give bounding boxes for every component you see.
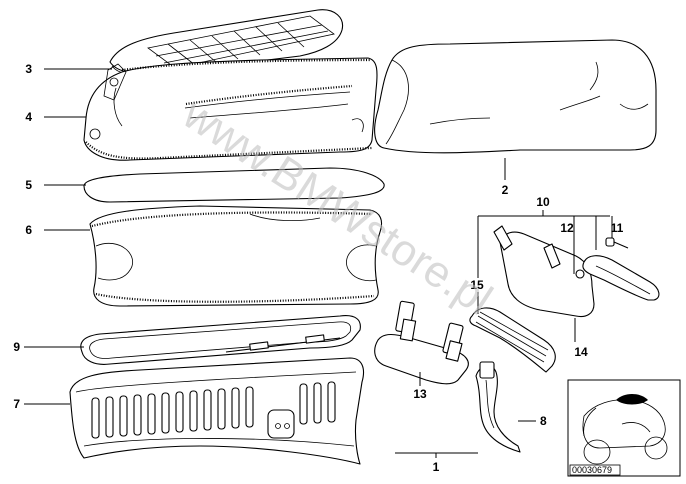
expansion-bag (89, 205, 383, 307)
retaining-strip (582, 237, 660, 301)
callout-11: 11 (611, 221, 624, 235)
callout-13: 13 (413, 387, 427, 401)
callout-9: 9 (13, 340, 20, 354)
callout-1: 1 (433, 460, 440, 474)
tank-bag-upper (83, 57, 378, 161)
callout-8: 8 (540, 414, 547, 428)
frame-with-cable (80, 315, 361, 365)
callout-15: 15 (470, 278, 484, 292)
callout-2: 2 (502, 183, 509, 197)
callout-6: 6 (25, 223, 32, 237)
base-plate (83, 167, 385, 203)
callout-3: 3 (25, 62, 32, 76)
reference-code: 00030679 (572, 465, 612, 475)
callout-4: 4 (25, 110, 32, 124)
strap-holder (374, 300, 469, 385)
callout-10: 10 (536, 195, 550, 209)
callout-12: 12 (560, 221, 574, 235)
callout-labels: 3 4 5 6 9 7 2 10 12 11 15 14 13 8 1 (13, 62, 623, 474)
pocket-flap (493, 225, 595, 318)
leader-lines (24, 68, 613, 458)
strap (475, 361, 521, 453)
motorcycle-thumbnail: 00030679 (567, 379, 681, 477)
callout-14: 14 (574, 345, 588, 359)
bag-bottom-shell (69, 357, 365, 465)
rain-cover (374, 39, 657, 154)
callout-7: 7 (13, 397, 20, 411)
anti-slip-strip (469, 307, 556, 373)
callout-5: 5 (25, 178, 32, 192)
